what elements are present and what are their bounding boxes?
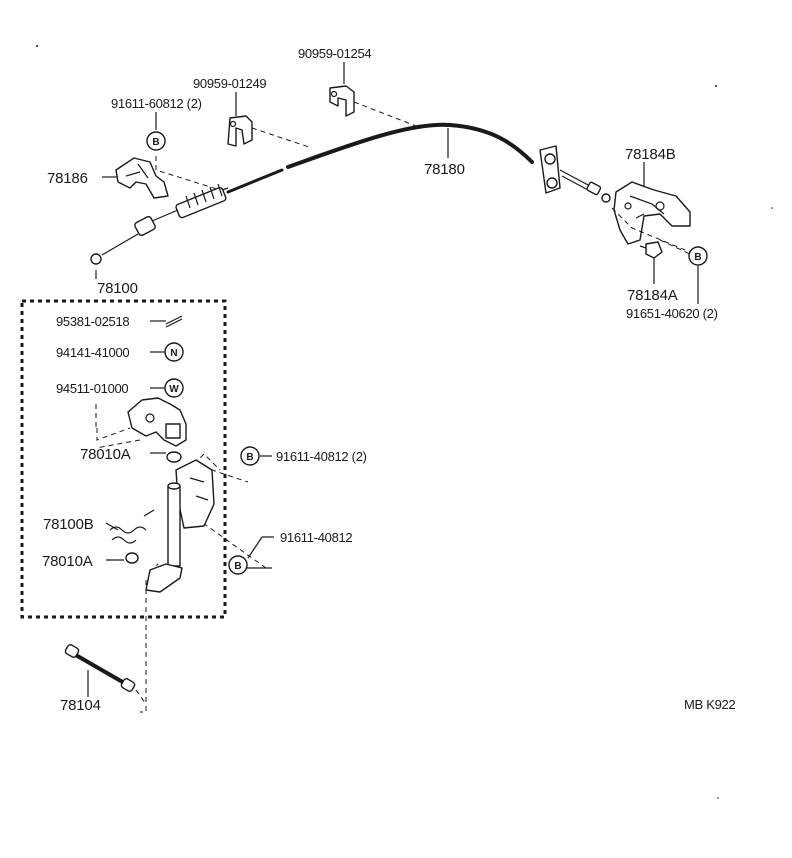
- bolt-symbol-91611-60812: B: [146, 131, 166, 151]
- label-91651-40620: 91651-40620 (2): [626, 306, 718, 321]
- bushing-78010A-bottom: [125, 552, 139, 564]
- label-78186: 78186: [47, 170, 88, 187]
- diagram-code: MB K922: [684, 697, 735, 712]
- bolt-symbol-91611-40812-2: B: [240, 446, 260, 466]
- scan-specks: [36, 45, 773, 799]
- label-95381-02518: 95381-02518: [56, 314, 129, 329]
- svg-text:N: N: [170, 348, 177, 359]
- clamp-90959-01249: [227, 115, 253, 147]
- cable-end-right: [539, 145, 611, 203]
- dashed-guides: [95, 101, 691, 713]
- label-78010A-bottom: 78010A: [42, 553, 93, 570]
- svg-text:B: B: [246, 452, 253, 463]
- label-94141-41000: 94141-41000: [56, 345, 129, 360]
- label-78100: 78100: [97, 280, 138, 297]
- label-90959-01254: 90959-01254: [298, 46, 371, 61]
- leader-lines: [87, 62, 699, 697]
- label-91611-40812-2: 91611-40812 (2): [276, 449, 367, 464]
- nut-symbol-94141-41000: N: [164, 342, 184, 362]
- cable-end-left: [90, 183, 227, 265]
- svg-text:B: B: [152, 137, 159, 148]
- label-78100B: 78100B: [43, 516, 94, 533]
- stopper-78184A: [639, 241, 663, 259]
- bolt-symbol-91651-40620: B: [688, 246, 708, 266]
- pin-95381-02518: [165, 315, 183, 328]
- label-78010A-top: 78010A: [80, 446, 131, 463]
- label-94511-01000: 94511-01000: [56, 381, 128, 396]
- bracket-78186: [115, 157, 169, 199]
- spring-78100B: [109, 509, 155, 544]
- shift-lever-top: [127, 397, 187, 447]
- label-91611-40812: 91611-40812: [280, 530, 352, 545]
- label-78184A: 78184A: [627, 287, 678, 304]
- svg-text:B: B: [694, 252, 701, 263]
- washer-symbol-94511-01000: W: [164, 378, 184, 398]
- bracket-78184B: [613, 181, 691, 245]
- label-90959-01249: 90959-01249: [193, 76, 266, 91]
- label-78180: 78180: [424, 161, 465, 178]
- bolt-symbol-91611-40812: B: [228, 555, 248, 575]
- label-91611-60812: 91611-60812 (2): [111, 96, 202, 111]
- shift-shaft-bracket: [145, 459, 215, 593]
- clamp-90959-01254: [329, 85, 355, 117]
- label-78184B: 78184B: [625, 146, 676, 163]
- svg-text:B: B: [234, 561, 241, 572]
- bushing-78010A-top: [166, 451, 182, 463]
- rod-78104: [64, 644, 136, 692]
- svg-text:W: W: [169, 384, 179, 395]
- label-78104: 78104: [60, 697, 101, 714]
- assembly-box-78100: [20, 299, 227, 619]
